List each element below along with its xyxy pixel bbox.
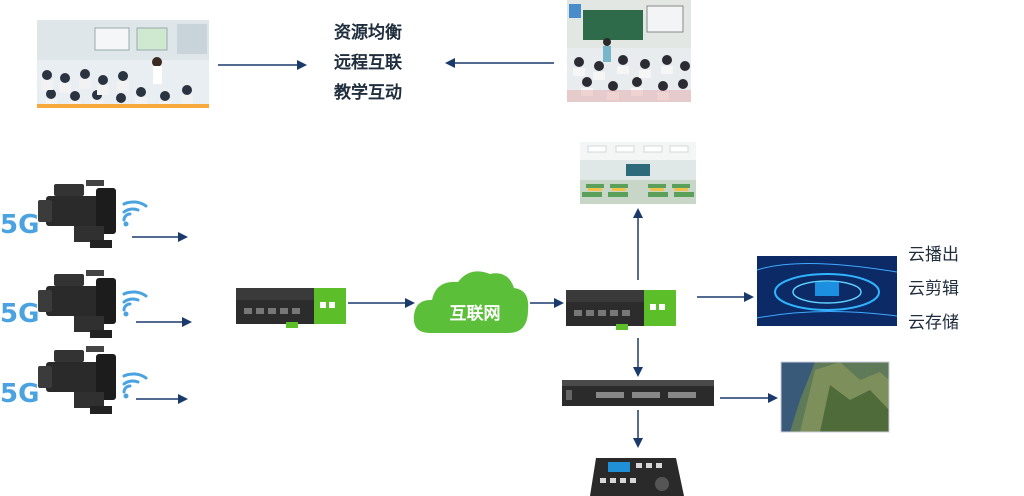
classroom-photo-right bbox=[567, 0, 691, 102]
control-panel-icon bbox=[590, 458, 684, 496]
top-label-resource: 资源均衡 bbox=[334, 23, 402, 43]
top-labels: 资源均衡 远程互联 教学互动 bbox=[334, 18, 402, 108]
cloud-service-screen bbox=[756, 256, 898, 326]
badge-5g-2: 5G bbox=[0, 299, 40, 329]
landscape-display bbox=[780, 361, 890, 433]
right-label-edit: 云剪辑 bbox=[908, 279, 959, 299]
classroom-photo-left bbox=[37, 20, 209, 108]
camera-icon-3 bbox=[38, 346, 116, 414]
camera-icon-2 bbox=[38, 270, 116, 338]
right-label-broadcast: 云播出 bbox=[908, 245, 959, 265]
encoder-device-icon-left bbox=[236, 288, 346, 328]
badge-5g-1: 5G bbox=[0, 210, 40, 240]
right-labels: 云播出 云剪辑 云存储 bbox=[908, 238, 959, 340]
cloud-label: 互联网 bbox=[449, 304, 501, 324]
server-rack-icon bbox=[562, 380, 714, 406]
wifi-icon-2 bbox=[122, 290, 148, 318]
right-label-storage: 云存储 bbox=[908, 313, 959, 333]
camera-icon-1 bbox=[38, 180, 116, 248]
cloud-icon bbox=[413, 271, 529, 333]
top-label-remote: 远程互联 bbox=[334, 53, 402, 73]
badge-5g-3: 5G bbox=[0, 379, 40, 409]
wifi-icon-3 bbox=[122, 372, 148, 400]
encoder-device-icon-right bbox=[566, 290, 676, 330]
wifi-icon-1 bbox=[122, 200, 148, 228]
top-label-teaching: 教学互动 bbox=[334, 83, 402, 103]
empty-classroom-photo bbox=[580, 142, 696, 204]
